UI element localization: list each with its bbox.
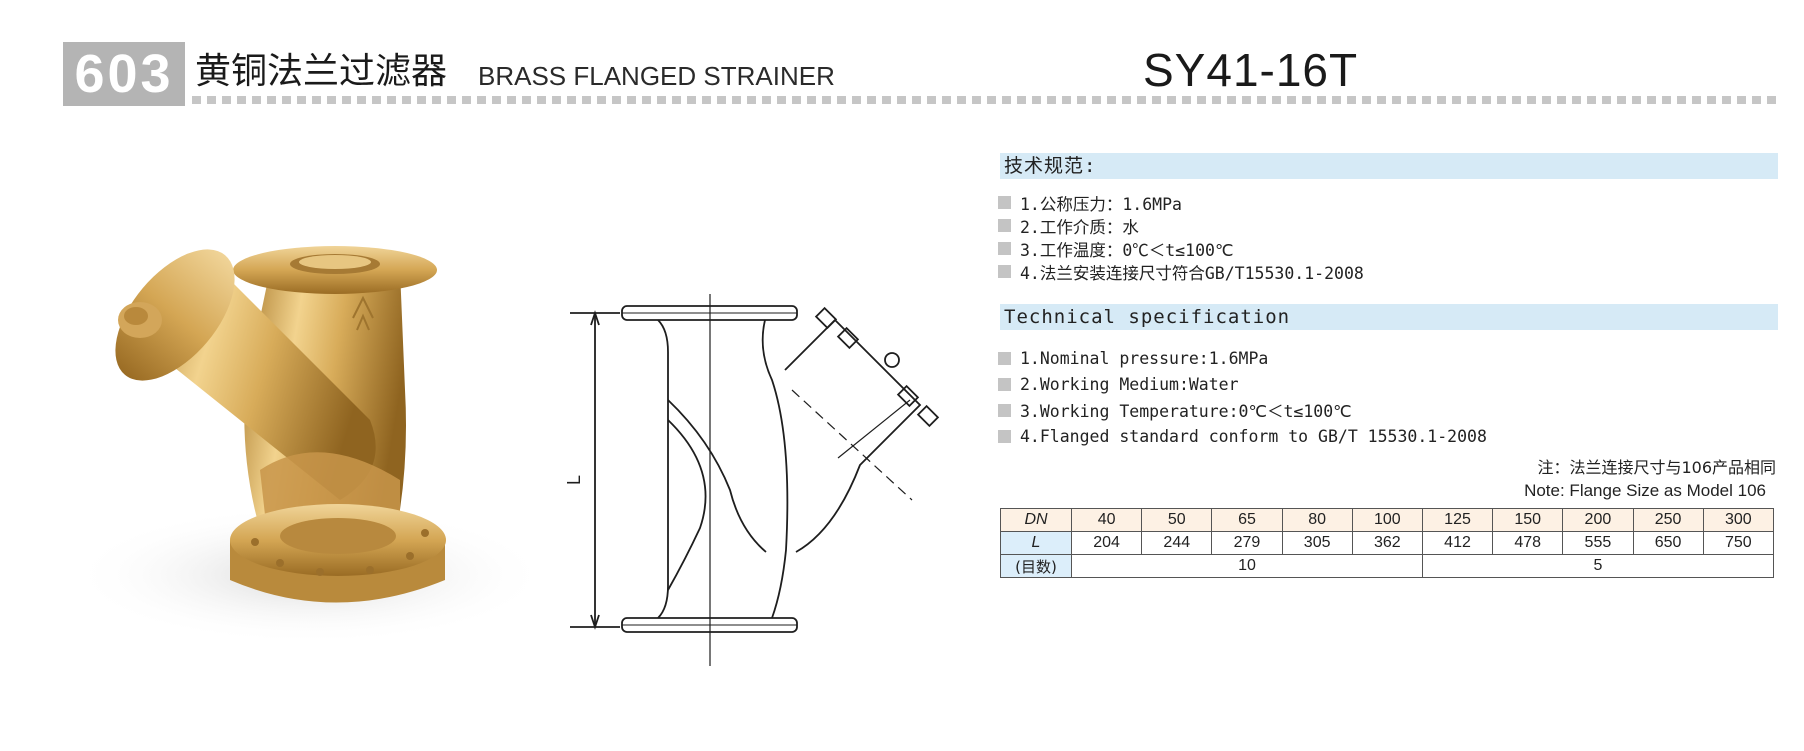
note-cn: 注：法兰连接尺寸与106产品相同 — [1537, 458, 1776, 477]
table-cell: 65 — [1211, 508, 1283, 532]
list-item: 4.法兰安装连接尺寸符合GB/T15530.1-2008 — [998, 260, 1364, 283]
spec-en-bar — [1000, 304, 1778, 330]
flow-arrow-icon — [352, 295, 374, 331]
table-cell: 750 — [1702, 531, 1775, 555]
bullet-square-icon — [998, 377, 1011, 391]
table-cell: 650 — [1632, 531, 1704, 555]
table-cell: 204 — [1070, 531, 1143, 555]
product-photo — [70, 246, 550, 645]
list-item: 1.Nominal pressure:1.6MPa — [998, 345, 1487, 371]
table-cell: 100 — [1351, 508, 1423, 532]
bullet-square-icon — [998, 429, 1011, 443]
table-cell: 362 — [1351, 531, 1423, 555]
table-cell: 412 — [1421, 531, 1494, 555]
table-row-dn: DN 40 50 65 80 100 125 150 200 250 300 — [1000, 508, 1775, 532]
table-cell: 125 — [1421, 508, 1494, 532]
table-cell: 555 — [1562, 531, 1634, 555]
spec-en-list: 1.Nominal pressure:1.6MPa 2.Working Medi… — [998, 345, 1487, 449]
product-title-en: BRASS FLANGED STRAINER — [478, 61, 835, 91]
model-number: SY41-16T — [1143, 44, 1359, 96]
bullet-square-icon — [998, 196, 1011, 209]
product-title-cn: 黄铜法兰过滤器 — [195, 51, 448, 92]
cap-flange — [115, 249, 235, 381]
table-cell: 80 — [1281, 508, 1353, 532]
table-cell: 50 — [1141, 508, 1213, 532]
table-cell: 5 — [1421, 554, 1775, 578]
list-item: 1.公称压力：1.6MPa — [998, 191, 1364, 214]
table-cell: 305 — [1281, 531, 1353, 555]
table-cell: 244 — [1141, 531, 1213, 555]
dimension-label: L — [564, 475, 584, 485]
bullet-square-icon — [998, 265, 1011, 278]
spec-cn-title: 技术规范: — [1004, 155, 1097, 177]
spec-cn-list: 1.公称压力：1.6MPa 2.工作介质：水 3.工作温度：0℃＜t≤100℃ … — [998, 191, 1364, 283]
table-cell: 150 — [1492, 508, 1564, 532]
table-row-mesh: (目数) 10 5 — [1000, 554, 1775, 578]
table-cell: 300 — [1702, 508, 1775, 532]
spec-cn-bar — [1000, 153, 1778, 179]
table-cell: 200 — [1562, 508, 1634, 532]
list-item: 3.Working Temperature:0℃＜t≤100℃ — [998, 397, 1487, 423]
list-item: 3.工作温度：0℃＜t≤100℃ — [998, 237, 1364, 260]
table-row-l: L 204 244 279 305 362 412 478 555 650 75… — [1000, 531, 1775, 555]
dimension-table: DN 40 50 65 80 100 125 150 200 250 300 L… — [1000, 508, 1775, 578]
table-cell-l-label: L — [1000, 531, 1072, 555]
bullet-square-icon — [998, 242, 1011, 255]
table-cell: 10 — [1071, 554, 1423, 578]
table-cell-mesh-label: (目数) — [1000, 554, 1072, 578]
bullet-square-icon — [998, 351, 1011, 365]
table-cell: 478 — [1492, 531, 1564, 555]
list-item: 2.Working Medium:Water — [998, 371, 1487, 397]
list-item: 4.Flanged standard conform to GB/T 15530… — [998, 423, 1487, 449]
table-cell: 250 — [1632, 508, 1704, 532]
spec-en-title: Technical specification — [1004, 306, 1291, 328]
note-en: Note: Flange Size as Model 106 — [1524, 481, 1766, 500]
technical-drawing: L — [564, 294, 940, 666]
bullet-square-icon — [998, 403, 1011, 417]
header-dashed-rule — [192, 96, 1780, 104]
table-cell-dn-label: DN — [1000, 508, 1072, 532]
table-cell: 279 — [1211, 531, 1283, 555]
table-cell: 40 — [1070, 508, 1143, 532]
bullet-square-icon — [998, 219, 1011, 232]
list-item: 2.工作介质：水 — [998, 214, 1364, 237]
catalog-number: 603 — [63, 42, 185, 106]
cap-bolts — [814, 306, 940, 428]
